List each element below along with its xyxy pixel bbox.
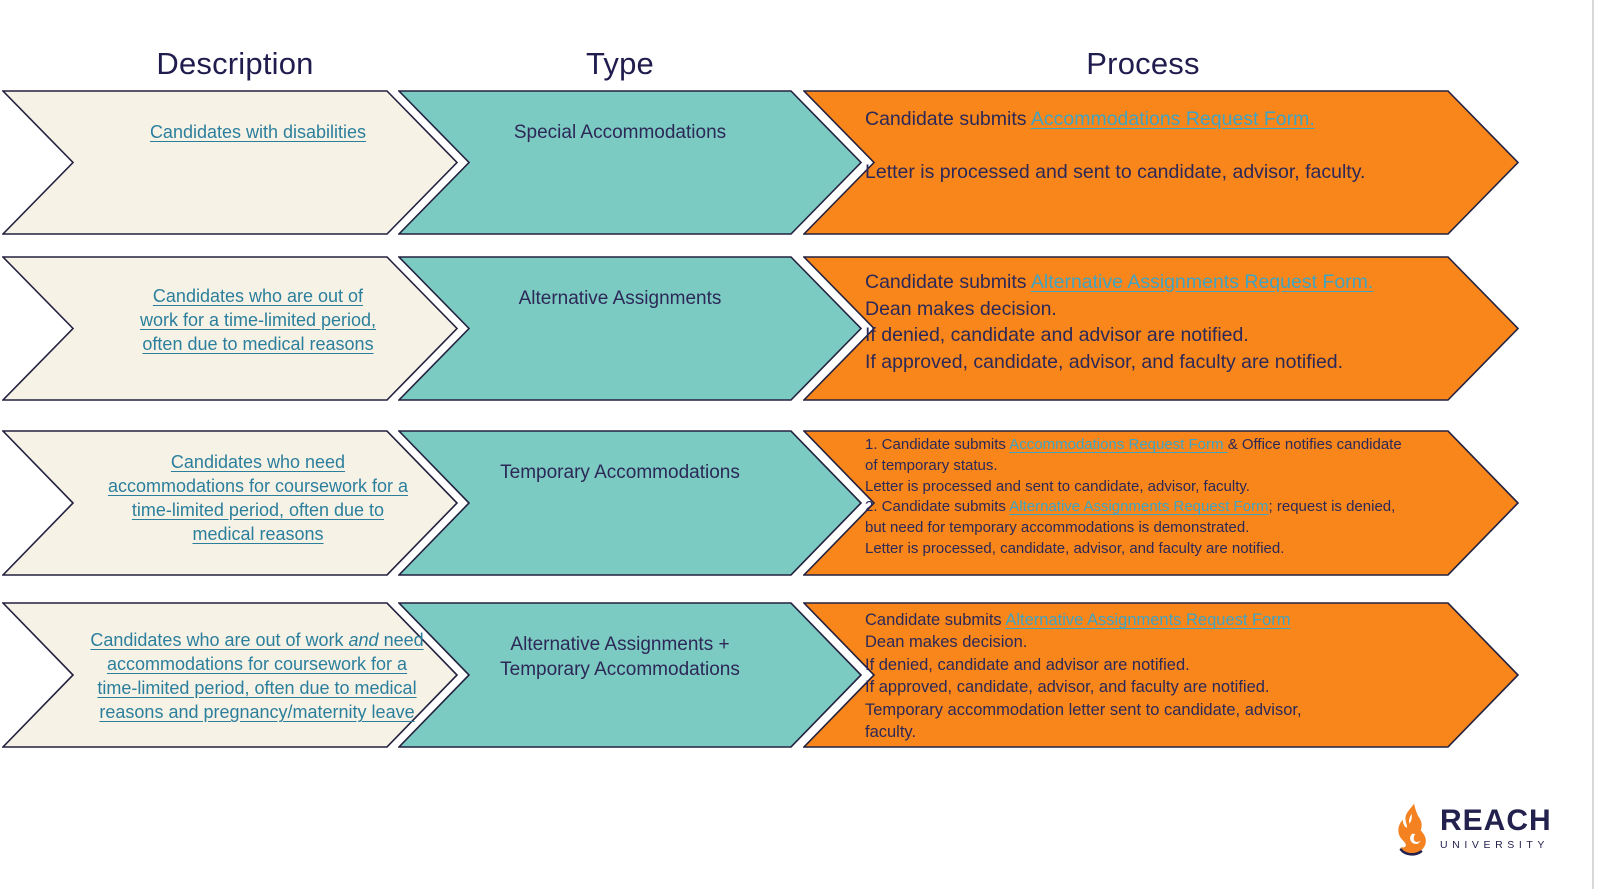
type-chevron: Alternative Assignments + Temporary Acco… xyxy=(398,602,862,748)
process-step: Candidate submits Alternative Assignment… xyxy=(865,269,1429,296)
description-link-out-of-work[interactable]: Candidates who are out of work for a tim… xyxy=(76,284,440,356)
chevron-shape xyxy=(2,90,458,235)
column-header-process: Process xyxy=(1086,46,1200,81)
process-step: If denied, candidate and advisor are not… xyxy=(865,324,1249,346)
description-link-need-accommodations[interactable]: Candidates who need accommodations for c… xyxy=(76,450,440,546)
page-right-edge xyxy=(1592,0,1594,889)
description-chevron: Candidates with disabilities xyxy=(2,90,458,235)
description-line: Candidates who need xyxy=(170,452,346,472)
chevron-shape xyxy=(803,430,1519,576)
process-step: 2. Candidate submits Alternative Assignm… xyxy=(865,497,1414,539)
chevron-shape xyxy=(803,602,1519,748)
flame-icon xyxy=(1398,803,1426,856)
process-step-text: 1. Candidate submits xyxy=(865,436,1010,453)
description-text: need xyxy=(378,630,424,650)
chevron-shape xyxy=(398,602,862,748)
process-step: If approved, candidate, advisor, and fac… xyxy=(865,678,1270,697)
description-line: medical reasons xyxy=(192,524,324,544)
description-link-out-of-work-and-need[interactable]: Candidates who are out of work and need … xyxy=(62,628,452,724)
chevron-shape xyxy=(803,256,1519,401)
process-chevron: Candidate submits Accommodations Request… xyxy=(803,90,1519,235)
process-chevron: Candidate submits Alternative Assignment… xyxy=(803,256,1519,401)
process-step: Dean makes decision. xyxy=(865,297,1057,320)
type-chevron: Temporary Accommodations xyxy=(398,430,862,576)
chevron-shape xyxy=(398,256,862,401)
description-chevron: Candidates who need accommodations for c… xyxy=(2,430,458,576)
description-link-disabilities[interactable]: Candidates with disabilities xyxy=(76,120,440,144)
process-step: Candidate submits Alternative Assignment… xyxy=(865,609,1334,631)
row-alternative-plus-temporary: Candidates who are out of work and need … xyxy=(0,602,1600,748)
process-step-text: Candidate submits xyxy=(865,108,1031,130)
chevron-shape xyxy=(398,430,862,576)
logo-brand-text: REACH xyxy=(1440,804,1552,837)
type-chevron: Special Accommodations xyxy=(398,90,862,235)
logo-subtitle-text: UNIVERSITY xyxy=(1440,839,1550,851)
description-line: accommodations for coursework for a xyxy=(106,654,408,674)
description-line: accommodations for coursework for a xyxy=(107,476,409,496)
process-step: Letter is processed, candidate, advisor,… xyxy=(865,539,1285,557)
process-step: If approved, candidate, advisor, and fac… xyxy=(865,350,1344,373)
description-line: Candidates who are out of work and need xyxy=(62,628,452,652)
chevron-shape xyxy=(803,90,1519,235)
row-temporary-accommodations: Candidates who need accommodations for c… xyxy=(0,430,1600,576)
description-line: often due to medical reasons xyxy=(142,334,374,354)
description-line: Candidates with disabilities xyxy=(149,122,367,142)
chevron-shape xyxy=(2,602,458,748)
description-chevron: Candidates who are out of work and need … xyxy=(2,602,458,748)
process-step: Dean makes decision. xyxy=(865,633,1028,652)
description-line: Candidates who are out of xyxy=(152,286,364,306)
chevron-shape xyxy=(398,90,862,235)
type-label: Temporary Accommodations xyxy=(500,462,740,483)
process-step-text: Candidate submits xyxy=(865,611,1006,629)
description-line: reasons and pregnancy/maternity leave xyxy=(99,702,415,722)
column-header-description: Description xyxy=(156,46,314,81)
row-alternative-assignments: Candidates who are out of work for a tim… xyxy=(0,256,1600,401)
description-chevron: Candidates who are out of work for a tim… xyxy=(2,256,458,401)
type-chevron: Alternative Assignments xyxy=(398,256,862,401)
process-step-text: ; request is denied, but need for tempor… xyxy=(865,498,1396,537)
process-step-text: Candidate submits xyxy=(865,271,1031,293)
process-step-text: & Office notifies candidate of temporary… xyxy=(865,436,1402,474)
process-step: Temporary accommodation letter sent to c… xyxy=(865,700,1302,742)
reach-university-logo: REACH UNIVERSITY xyxy=(1394,800,1552,858)
process-step: Candidate submits Accommodations Request… xyxy=(865,106,1429,132)
description-line: time-limited period, often due to xyxy=(131,500,385,520)
process-step: Letter is processed and sent to candidat… xyxy=(865,477,1250,495)
chevron-shape xyxy=(2,430,458,576)
process-chevron: Candidate submits Alternative Assignment… xyxy=(803,602,1519,748)
description-line: work for a time-limited period, xyxy=(139,310,377,330)
description-text: Candidates who are out of work xyxy=(90,630,349,650)
type-label: Special Accommodations xyxy=(513,122,727,143)
process-chevron: 1. Candidate submits Accommodations Requ… xyxy=(803,430,1519,576)
chevron-shape xyxy=(2,256,458,401)
accommodations-request-form-link[interactable]: Accommodations Request Form. xyxy=(1030,108,1315,130)
alternative-assignments-request-form-link[interactable]: Alternative Assignments Request Form xyxy=(1009,498,1269,516)
type-label-line: Temporary Accommodations xyxy=(500,659,740,680)
alternative-assignments-request-form-link[interactable]: Alternative Assignments Request Form. xyxy=(1030,271,1374,293)
process-step-text: 2. Candidate submits xyxy=(865,498,1010,516)
process-step: 1. Candidate submits Accommodations Requ… xyxy=(865,435,1414,477)
accommodations-request-form-link[interactable]: Accommodations Request Form xyxy=(1009,436,1228,453)
type-label-line: Alternative Assignments + xyxy=(510,634,730,655)
column-header-type: Type xyxy=(585,46,654,81)
alternative-assignments-request-form-link[interactable]: Alternative Assignments Request Form xyxy=(1005,611,1291,629)
description-line: time-limited period, often due to medica… xyxy=(97,678,417,698)
description-text-italic: and xyxy=(348,630,379,650)
process-step: If denied, candidate and advisor are not… xyxy=(865,655,1190,674)
row-special-accommodations: Candidates with disabilities Special Acc… xyxy=(0,90,1600,235)
type-label: Alternative Assignments xyxy=(518,288,722,309)
process-step: Letter is processed and sent to candidat… xyxy=(865,161,1366,183)
